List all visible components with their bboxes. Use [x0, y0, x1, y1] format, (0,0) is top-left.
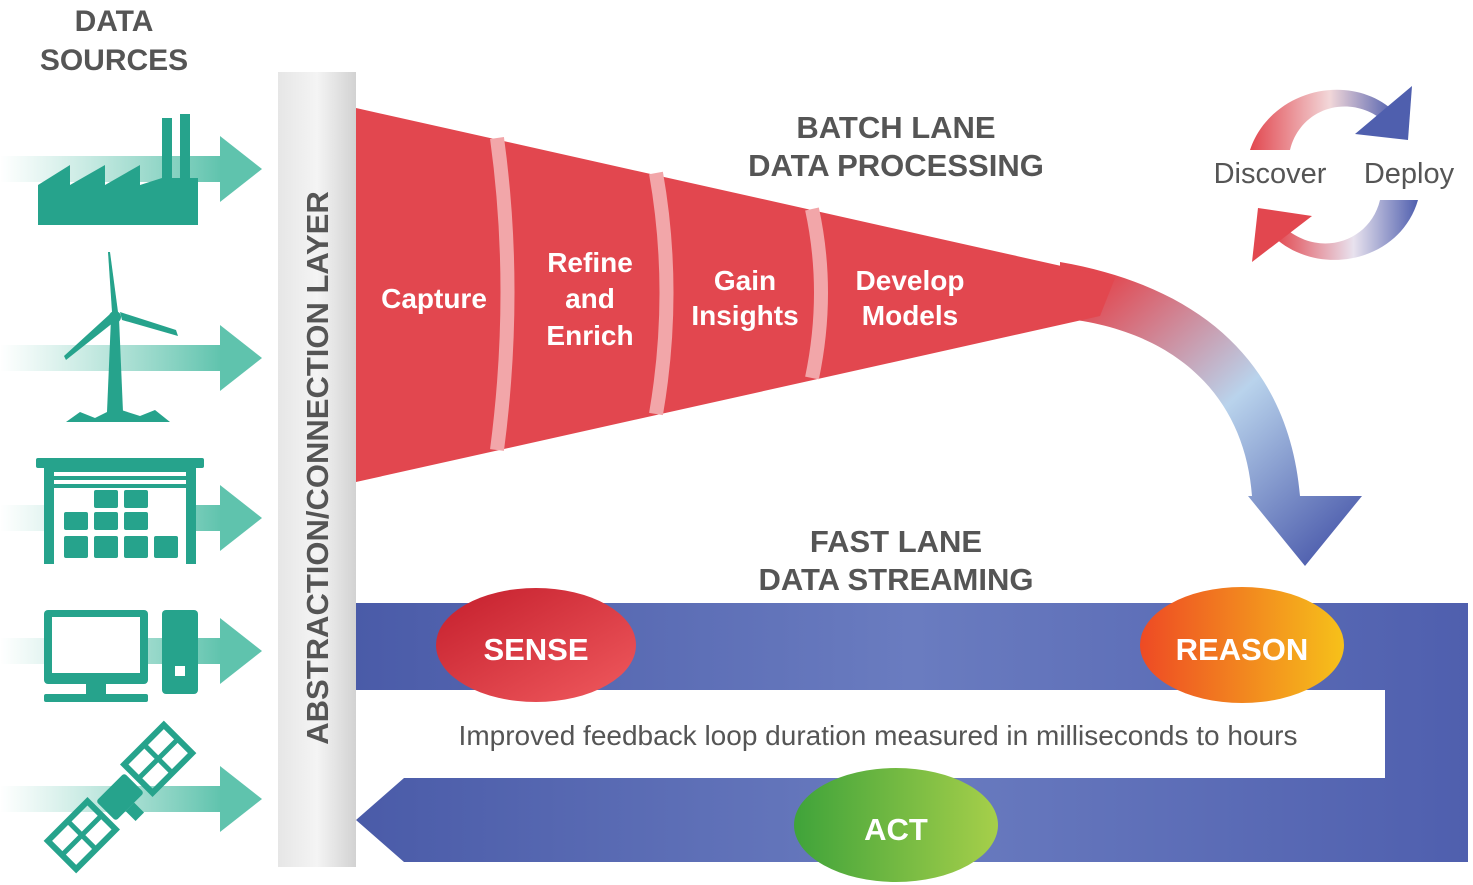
batch-stages: Capture Refine and Enrich Gain Insights … — [381, 247, 964, 351]
act-node: ACT — [794, 768, 998, 882]
sense-label: SENSE — [483, 632, 588, 667]
satellite-icon — [43, 720, 197, 874]
batch-lane-title-line1: BATCH LANE — [796, 110, 995, 145]
cycle-arrow-top-icon — [1250, 86, 1412, 150]
act-label: ACT — [864, 812, 928, 847]
reason-node: REASON — [1140, 587, 1344, 703]
abstraction-layer-label: ABSTRACTION/CONNECTION LAYER — [300, 191, 335, 744]
computer-icon — [44, 610, 198, 702]
fast-lane-title-line1: FAST LANE — [810, 524, 982, 559]
factory-icon — [38, 114, 198, 225]
feedback-loop-text: Improved feedback loop duration measured… — [459, 720, 1298, 751]
sources-title-line2: SOURCES — [40, 44, 188, 77]
source-arrow-2 — [0, 325, 262, 391]
stage-insights-line1: Gain — [714, 265, 776, 296]
fast-lane-title-line2: DATA STREAMING — [759, 562, 1034, 597]
reason-label: REASON — [1176, 632, 1309, 667]
batch-to-fast-arrow — [1060, 262, 1362, 566]
abstraction-layer: ABSTRACTION/CONNECTION LAYER — [278, 72, 356, 867]
batch-funnel — [356, 108, 1115, 482]
cycle-discover-label: Discover — [1214, 158, 1327, 190]
sense-node: SENSE — [436, 588, 636, 702]
wind-turbine-icon — [64, 252, 178, 422]
warehouse-icon — [36, 458, 204, 564]
cycle-arrow-bottom-icon — [1252, 200, 1418, 262]
stage-insights-line2: Insights — [691, 300, 798, 331]
cycle-deploy-label: Deploy — [1364, 158, 1455, 190]
stage-refine-line2: and — [565, 283, 615, 314]
stage-models-line1: Develop — [856, 265, 965, 296]
stage-refine-line3: Enrich — [546, 320, 633, 351]
sources-title-line1: DATA — [75, 5, 154, 38]
discover-deploy-cycle: Discover Deploy — [1214, 86, 1455, 262]
stage-models-line2: Models — [862, 300, 958, 331]
stage-refine-line1: Refine — [547, 247, 633, 278]
stage-capture: Capture — [381, 283, 487, 314]
batch-lane-title-line2: DATA PROCESSING — [748, 148, 1044, 183]
